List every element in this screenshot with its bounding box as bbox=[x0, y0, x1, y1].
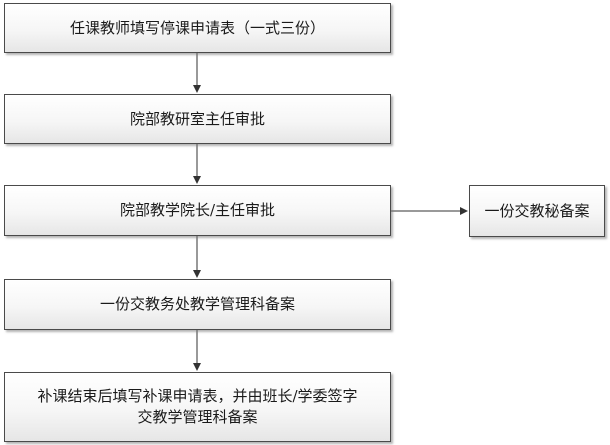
step-fill-suspension-form-label: 任课教师填写停课申请表（一式三份） bbox=[69, 18, 325, 37]
step-dean-approval-label: 院部教学院长/主任审批 bbox=[119, 201, 276, 219]
step-dean-approval: 院部教学院长/主任审批 bbox=[4, 185, 391, 236]
step-academic-affairs-filing: 一份交教务处教学管理科备案 bbox=[4, 279, 391, 330]
step-teaching-office-approval-label: 院部教研室主任审批 bbox=[129, 109, 265, 128]
step-makeup-class-filing-label: 补课结束后填写补课申请表，并由班长/学委签字 交教学管理科备案 bbox=[37, 387, 358, 426]
step-fill-suspension-form: 任课教师填写停课申请表（一式三份） bbox=[4, 3, 391, 53]
side-step-secretary-filing-label: 一份交教秘备案 bbox=[484, 201, 590, 220]
side-step-secretary-filing: 一份交教秘备案 bbox=[469, 185, 605, 237]
step-makeup-class-filing: 补课结束后填写补课申请表，并由班长/学委签字 交教学管理科备案 bbox=[4, 372, 391, 442]
step-teaching-office-approval: 院部教研室主任审批 bbox=[4, 94, 391, 144]
step-academic-affairs-filing-label: 一份交教务处教学管理科备案 bbox=[99, 295, 295, 313]
